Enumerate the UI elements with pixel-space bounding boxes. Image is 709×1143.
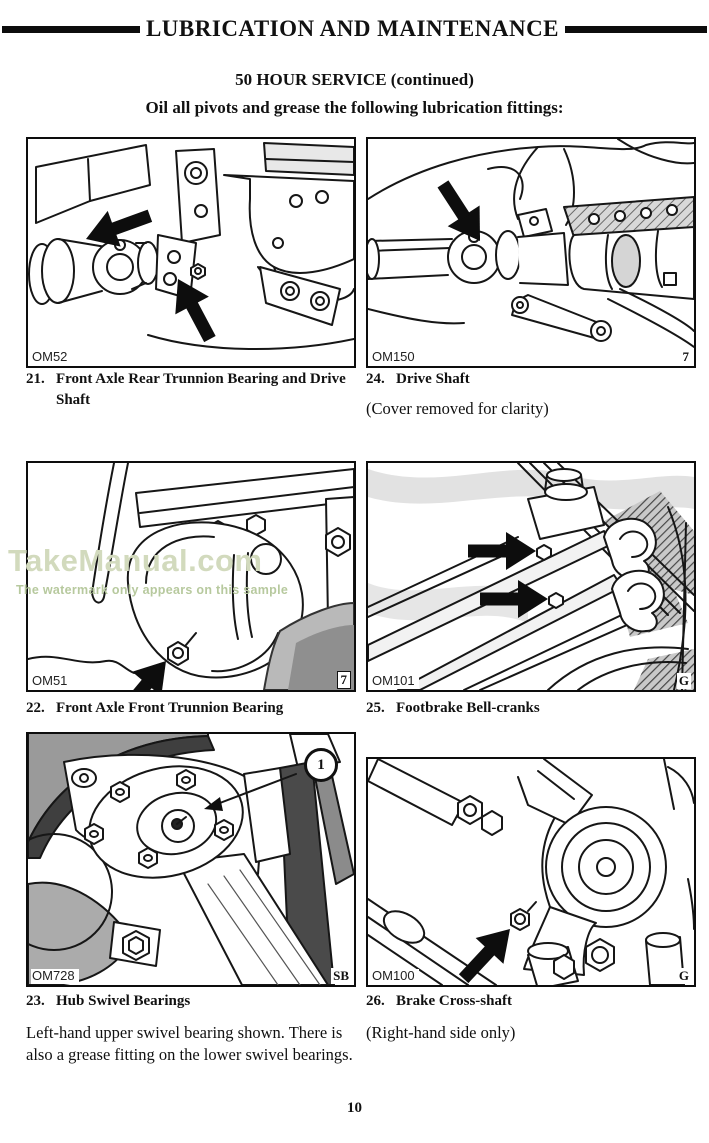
footbrake-bell-cranks-drawing [368, 463, 694, 690]
figure-om728-illustration: 1 OM728 SB [26, 732, 356, 987]
figure-caption: 25. Footbrake Bell-cranks [366, 698, 700, 719]
figure-code: OM150 [371, 349, 419, 365]
figure-caption: 22. Front Axle Front Trunnion Bearing [26, 698, 360, 719]
section-intro: Oil all pivots and grease the following … [145, 98, 564, 117]
grease-point-arrow [437, 180, 480, 241]
figure-caption: 24. Drive Shaft [366, 369, 700, 390]
figure-om150-illustration: OM150 7 [366, 137, 696, 368]
figure-title: Brake Cross-shaft [396, 993, 512, 1009]
figure-corner-mark: 7 [680, 349, 691, 365]
figure-corner-mark: 7 [336, 671, 351, 689]
figure-number: 23. [26, 993, 45, 1009]
figure-caption: 21. Front Axle Rear Trunnion Bearing and… [26, 369, 360, 410]
front-axle-rear-trunnion-drawing [28, 142, 354, 351]
figure-corner-mark: G [676, 673, 691, 689]
figure-number: 24. [366, 371, 385, 387]
figure-code: OM52 [31, 349, 72, 365]
figure-number: 21. [26, 371, 45, 387]
figure-note: Left-hand upper swivel bearing shown. Th… [26, 1023, 353, 1064]
hub-swivel-bearing-drawing [28, 734, 354, 985]
header-rule-right [565, 25, 708, 33]
grease-point-arrow [458, 929, 510, 984]
page-title: LUBRICATION AND MAINTENANCE [145, 16, 560, 41]
section-heading: 50 HOUR SERVICE (continued) [235, 70, 474, 89]
figure-title: Front Axle Rear Trunnion Bearing and Dri… [56, 371, 346, 408]
figure-note: (Cover removed for clarity) [366, 399, 549, 418]
figure-caption: 23. Hub Swivel Bearings [26, 991, 360, 1012]
header-rule-left [1, 25, 140, 33]
figure-code: OM100 [371, 968, 419, 984]
figure-code: OM728 [31, 968, 79, 984]
figure-number: 26. [366, 993, 385, 1009]
figure-om51-illustration: OM51 7 [26, 461, 356, 692]
figure-note: (Right-hand side only) [366, 1023, 516, 1042]
drive-shaft-drawing [368, 139, 694, 348]
figure-code: OM51 [31, 673, 72, 689]
figure-om100-illustration: OM100 G [366, 757, 696, 987]
figure-title: Hub Swivel Bearings [56, 993, 191, 1009]
figure-number: 22. [26, 700, 45, 716]
page-number: 10 [347, 1100, 362, 1116]
figure-title: Drive Shaft [396, 371, 470, 387]
callout-marker: 1 [304, 748, 338, 782]
figure-corner-mark: SB [331, 968, 351, 984]
brake-cross-shaft-drawing [368, 759, 694, 985]
figure-title: Footbrake Bell-cranks [396, 700, 540, 716]
figure-om52-illustration: OM52 [26, 137, 356, 368]
grease-point-arrow [86, 209, 153, 247]
grease-point-arrow [468, 532, 536, 570]
figure-number: 25. [366, 700, 385, 716]
front-trunnion-bearing-drawing [28, 463, 354, 690]
figure-caption: 26. Brake Cross-shaft [366, 991, 700, 1012]
figure-code: OM101 [371, 673, 419, 689]
figure-title: Front Axle Front Trunnion Bearing [56, 700, 284, 716]
grease-point-arrow [480, 580, 548, 618]
grease-point-arrow [175, 279, 216, 343]
page-header: LUBRICATION AND MAINTENANCE [1, 14, 708, 44]
figure-om101-illustration: OM101 G [366, 461, 696, 692]
grease-point-arrow [117, 661, 166, 690]
figure-corner-mark: G [676, 968, 691, 984]
